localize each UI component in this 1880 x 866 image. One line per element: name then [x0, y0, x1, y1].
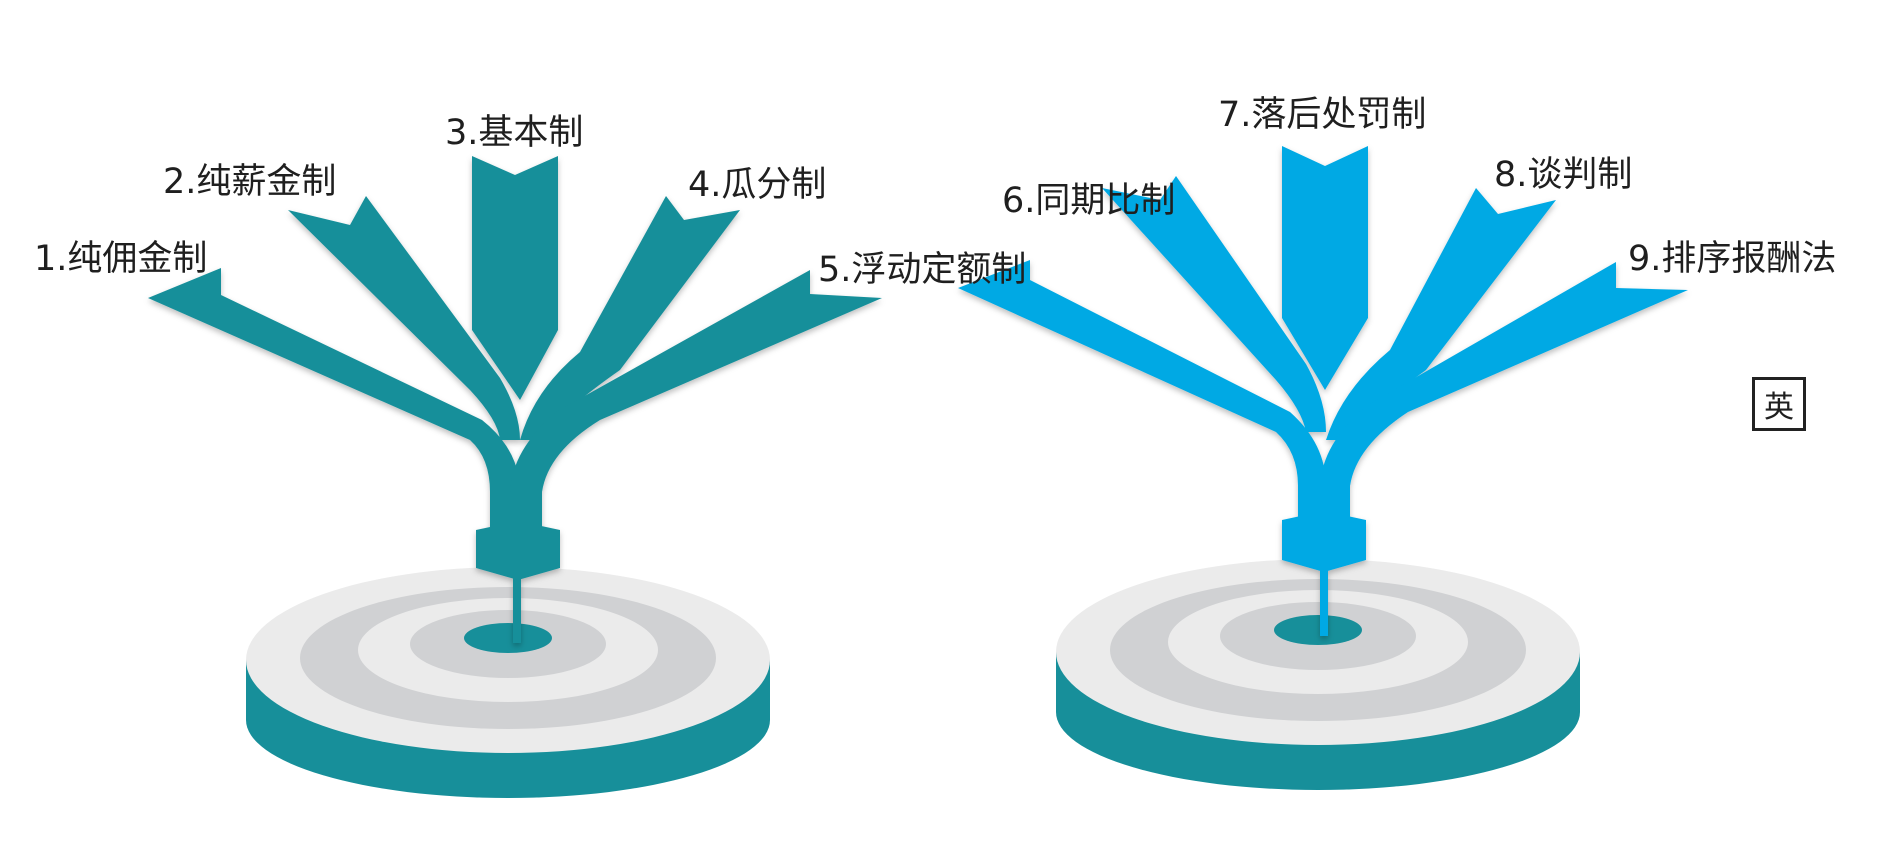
label-1: 1.纯佣金制 [34, 239, 208, 279]
left-arrow-2 [288, 196, 520, 440]
language-toggle-button[interactable]: 英 [1752, 377, 1806, 431]
left-neck [490, 492, 542, 534]
right-shaft [1320, 566, 1328, 636]
right-arrow-bundle [958, 146, 1688, 636]
right-arrow-8 [1326, 188, 1556, 440]
label-3: 3.基本制 [445, 113, 584, 153]
label-5: 5.浮动定额制 [818, 250, 1027, 290]
right-arrow-9 [1320, 262, 1688, 486]
left-arrow-3 [472, 156, 558, 400]
left-arrow-1 [148, 268, 520, 492]
label-4: 4.瓜分制 [688, 165, 827, 205]
right-arrow-extra [1102, 176, 1326, 432]
label-2: 2.纯薪金制 [163, 162, 337, 202]
right-target [1056, 559, 1580, 790]
right-fletching [1282, 511, 1366, 572]
left-arrow-5 [510, 270, 882, 492]
left-fletching [476, 521, 560, 580]
left-arrow-bundle [148, 156, 882, 643]
right-target-bullseye [1274, 615, 1362, 645]
label-6: 6.同期比制 [1002, 181, 1176, 221]
right-neck [1298, 486, 1350, 524]
right-arrow-7 [1282, 146, 1368, 390]
label-7: 7.落后处罚制 [1218, 95, 1427, 135]
left-shaft [513, 575, 521, 643]
left-target-bullseye [464, 623, 552, 653]
left-target [246, 567, 770, 798]
right-arrow-6 [958, 260, 1326, 486]
label-9: 9.排序报酬法 [1628, 239, 1837, 279]
label-8: 8.谈判制 [1494, 155, 1633, 195]
left-arrow-4 [520, 196, 740, 440]
